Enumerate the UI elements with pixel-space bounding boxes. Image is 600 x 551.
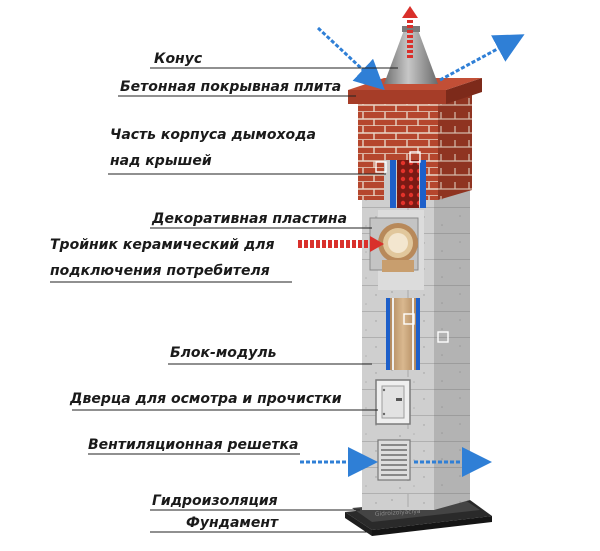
brick-section — [358, 90, 472, 208]
label-block-module: Блок-модуль — [170, 345, 277, 361]
leader-lines — [50, 67, 398, 533]
label-cone: Конус — [154, 51, 203, 67]
label-ceramic-tee-line1: Тройник керамический для — [50, 237, 275, 253]
svg-text:Gidroizolyaciya: Gidroizolyaciya — [375, 508, 421, 518]
label-foundation: Фундамент — [186, 515, 279, 531]
label-ceramic-tee-line2: подключения потребителя — [50, 263, 270, 279]
callout-markers — [375, 151, 449, 343]
label-chimney-body-line1: Часть корпуса дымохода — [110, 127, 316, 143]
cold-air-arrow-right-top — [439, 34, 525, 82]
label-vent-grille: Вентиляционная решетка — [88, 437, 299, 453]
inspection-door — [375, 379, 411, 425]
label-inspection-door: Дверца для осмотра и прочистки — [70, 391, 342, 407]
label-decorative-plate: Декоративная пластина — [152, 211, 348, 227]
vent-grille — [377, 439, 411, 481]
label-chimney-body-line2: над крышей — [110, 153, 212, 169]
hot-flue-arrow — [298, 236, 384, 252]
ceramic-tee — [378, 223, 418, 272]
label-waterproofing: Гидроизоляция — [152, 493, 278, 509]
cold-air-arrow-left-top — [316, 26, 385, 91]
label-concrete-cover: Бетонная покрывная плита — [120, 79, 342, 95]
hot-gas-arrow — [402, 6, 418, 58]
